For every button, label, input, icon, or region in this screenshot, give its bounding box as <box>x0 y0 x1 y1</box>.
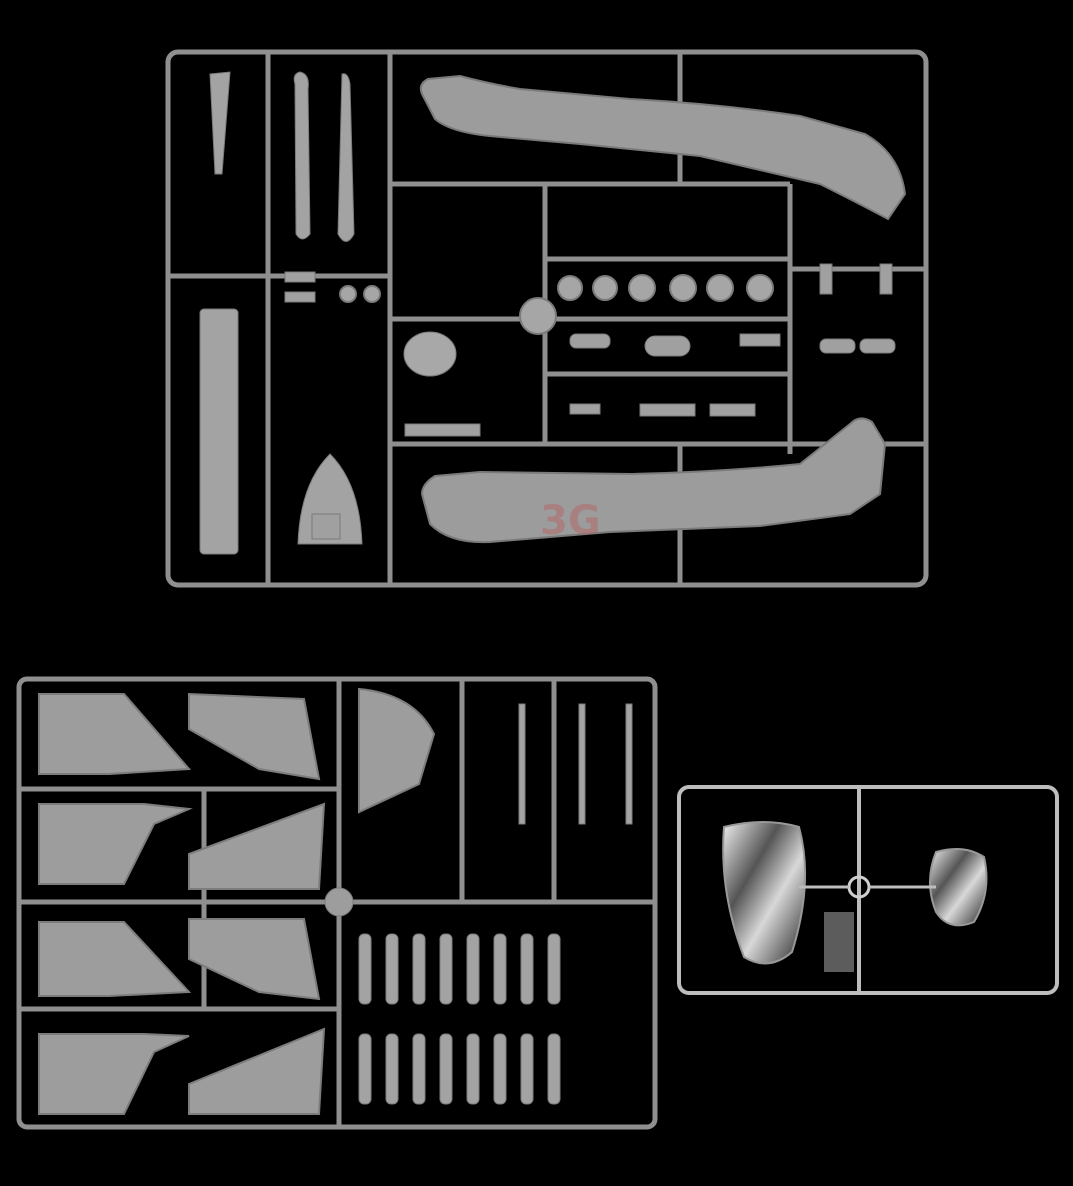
sprue-wings <box>14 674 660 1134</box>
fuselage-half-right <box>420 417 887 544</box>
canopy-rear <box>929 847 988 927</box>
watermark-text: 3G <box>540 498 601 544</box>
sprue-wings-art <box>16 676 658 1130</box>
wheel-parts <box>339 274 774 335</box>
wing-panel-7 <box>38 1033 190 1115</box>
tail-fin-part <box>358 687 436 814</box>
drop-tank-1 <box>293 71 311 240</box>
sprue-fuselage-art: 3G <box>165 49 929 588</box>
drop-tank-2 <box>337 73 355 242</box>
wing-panel-1 <box>38 693 192 775</box>
sprue-clear <box>674 782 1064 1000</box>
canopy-main <box>722 821 807 965</box>
wing-panel-2 <box>188 692 321 781</box>
sprue-clear-art <box>677 785 1059 995</box>
wing-panel-6 <box>188 918 321 1001</box>
fuselage-half-left <box>419 74 907 221</box>
bomb-rows <box>358 933 561 1105</box>
intake-part <box>199 308 239 555</box>
wing-panel-4 <box>188 802 326 890</box>
sprue-fuselage: 3G <box>160 44 935 596</box>
small-parts <box>284 263 896 540</box>
wing-panel-8 <box>188 1027 326 1115</box>
sprue-hub <box>324 887 354 917</box>
dome-part <box>403 331 457 377</box>
wing-panel-3 <box>38 803 193 885</box>
wing-panel-5 <box>38 921 192 997</box>
missile-parts <box>518 703 633 825</box>
clear-small-parts <box>824 912 854 972</box>
strut-part <box>209 71 231 175</box>
